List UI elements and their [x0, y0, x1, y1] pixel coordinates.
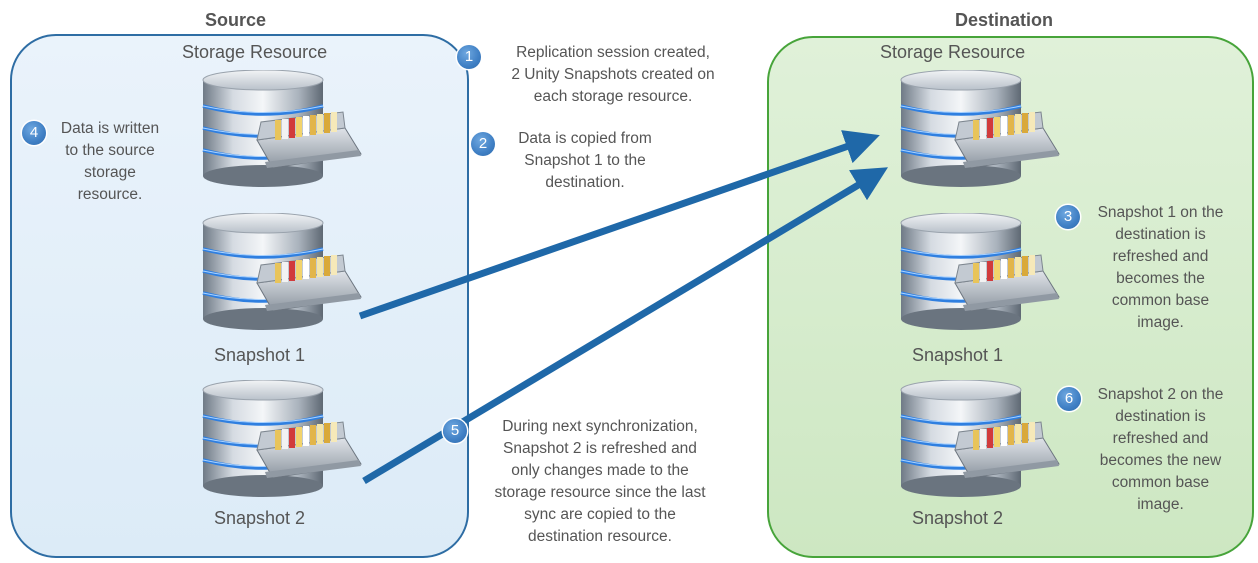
step-5-line: storage resource since the last	[494, 484, 706, 501]
step-1-line: 2 Unity Snapshots created on	[511, 66, 715, 83]
step-1-line: Replication session created,	[516, 44, 710, 61]
step-6-line: Snapshot 2 on the	[1097, 386, 1224, 403]
step-3-line: image.	[1137, 314, 1184, 331]
step-2-line: destination.	[545, 174, 625, 191]
step-6-line: image.	[1137, 496, 1184, 513]
destination-heading: Destination	[955, 10, 1054, 30]
step-6-badge: 6	[1057, 387, 1081, 411]
source-snapshot2-label: Snapshot 2	[214, 508, 306, 528]
step-5-line: only changes made to the	[511, 462, 689, 479]
step-1-badge: 1	[457, 45, 481, 69]
step-3-line: destination is	[1115, 226, 1206, 243]
step-3-badge: 3	[1056, 205, 1080, 229]
step-3-line: refreshed and	[1112, 248, 1209, 265]
step-6-line: common base	[1111, 474, 1210, 491]
step-6-text: Snapshot 2 on the destination is refresh…	[1078, 384, 1243, 516]
step-1-text: Replication session created, 2 Unity Sna…	[488, 42, 738, 108]
step-4-line: storage	[84, 164, 136, 181]
step-6-line: refreshed and	[1112, 430, 1209, 447]
destination-storage-resource-label: Storage Resource	[880, 42, 1026, 62]
step-4-line: to the source	[65, 142, 155, 159]
step-4-line: Data is written	[60, 120, 160, 137]
destination-snapshot2-label: Snapshot 2	[912, 508, 1004, 528]
step-2-text: Data is copied from Snapshot 1 to the de…	[500, 128, 670, 194]
source-storage-resource-label: Storage Resource	[182, 42, 328, 62]
step-5-badge: 5	[443, 419, 467, 443]
destination-snapshot1-label: Snapshot 1	[912, 345, 1004, 365]
step-4-line: resource.	[77, 186, 143, 203]
snapshot1-copy-arrow	[358, 130, 880, 320]
step-4-text: Data is written to the source storage re…	[36, 118, 184, 206]
step-2-badge: 2	[471, 132, 495, 156]
step-6-line: destination is	[1115, 408, 1206, 425]
step-5-text: During next synchronization, Snapshot 2 …	[470, 416, 730, 548]
source-heading: Source	[205, 10, 267, 30]
step-3-line: becomes the	[1116, 270, 1205, 287]
step-3-line: Snapshot 1 on the	[1097, 204, 1224, 221]
step-2-line: Data is copied from	[518, 130, 652, 147]
step-5-line: destination resource.	[528, 528, 672, 545]
step-5-line: sync are copied to the	[524, 506, 676, 523]
source-snapshot1-label: Snapshot 1	[214, 345, 306, 365]
step-6-line: becomes the new	[1099, 452, 1222, 469]
step-2-line: Snapshot 1 to the	[524, 152, 646, 169]
step-5-line: During next synchronization,	[502, 418, 698, 435]
step-3-line: common base	[1111, 292, 1210, 309]
step-3-text: Snapshot 1 on the destination is refresh…	[1078, 202, 1243, 334]
step-1-line: each storage resource.	[533, 88, 693, 105]
step-4-badge: 4	[22, 121, 46, 145]
step-5-line: Snapshot 2 is refreshed and	[503, 440, 697, 457]
